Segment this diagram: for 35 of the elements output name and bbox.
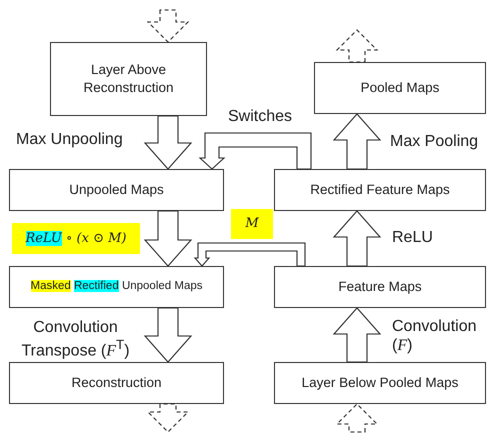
block-arrow (146, 403, 190, 433)
block-arrow (144, 210, 192, 267)
process-box (50, 42, 207, 116)
block-arrow (194, 242, 306, 267)
box-label: Reconstruction (71, 374, 162, 392)
process-box (9, 266, 224, 308)
process-box (274, 266, 486, 308)
edge-label: Switches (228, 107, 294, 126)
box-label: Layer Above Reconstruction (82, 60, 175, 97)
block-arrow (332, 307, 382, 363)
box-label: Pooled Maps (360, 78, 440, 97)
edge-label: Max Unpooling (16, 130, 124, 150)
block-arrow (332, 113, 382, 170)
process-box (314, 62, 486, 114)
block-arrow (336, 403, 378, 433)
edge-label: M (231, 209, 273, 239)
edge-label: ReLU (392, 228, 434, 248)
block-arrow (336, 29, 378, 63)
edge-label: Convolution Transpose (F$^{T}$) (20, 318, 131, 361)
block-arrow (332, 210, 382, 267)
edge-label: Max Pooling (390, 132, 480, 152)
box-label: Rectified Feature Maps (310, 180, 450, 199)
box-label: Masked Rectified Unpooled Maps (30, 279, 202, 294)
box-label: Unpooled Maps (69, 180, 164, 199)
block-arrow (144, 307, 192, 363)
process-box (274, 362, 486, 404)
process-box (274, 169, 486, 211)
edge-label: Convolution (F) (392, 317, 478, 356)
process-box (9, 362, 224, 404)
block-arrow (146, 9, 190, 43)
block-arrow (198, 132, 312, 170)
box-label: Feature Maps (338, 278, 422, 296)
process-box (9, 169, 224, 211)
box-label: Layer Below Pooled Maps (302, 374, 458, 392)
block-arrow (144, 115, 192, 170)
